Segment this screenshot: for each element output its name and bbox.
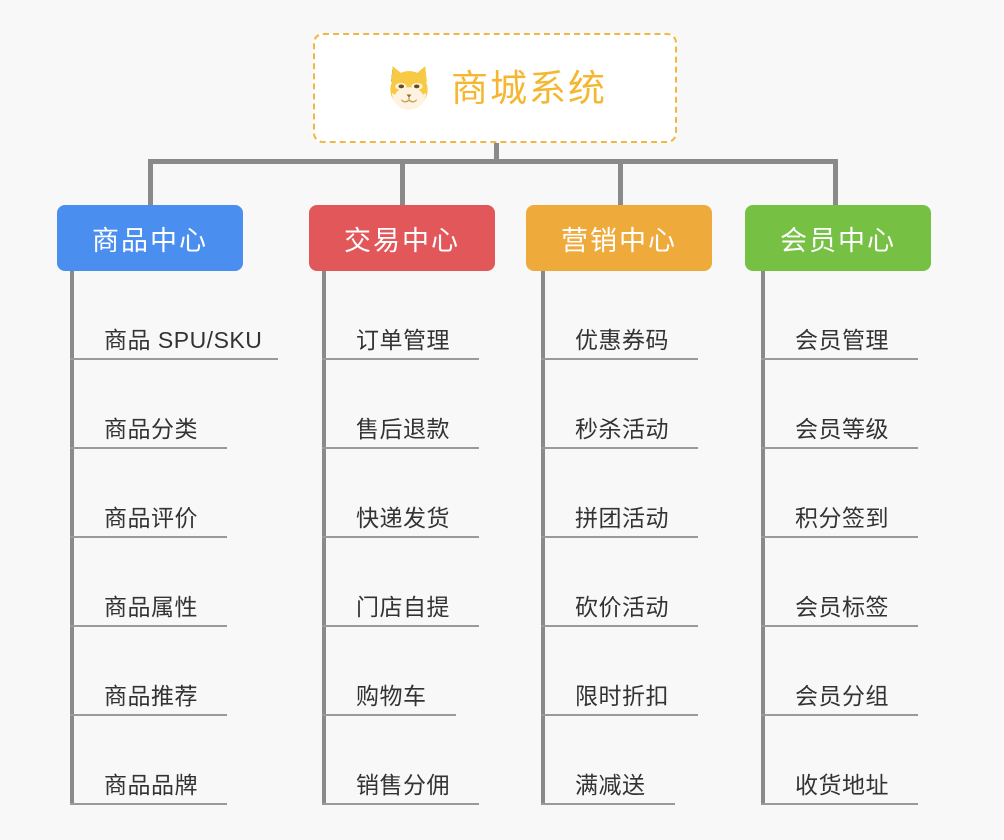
- category-box-product-center[interactable]: 商品中心: [57, 205, 243, 271]
- leaf-spine: [541, 271, 545, 805]
- leaf-item[interactable]: 会员管理: [761, 271, 918, 360]
- leaf-item[interactable]: 商品属性: [70, 538, 227, 627]
- leaf-item[interactable]: 商品 SPU/SKU: [70, 271, 278, 360]
- leaf-item[interactable]: 会员标签: [761, 538, 918, 627]
- leaf-item[interactable]: 限时折扣: [541, 627, 698, 716]
- leaf-item[interactable]: 门店自提: [322, 538, 479, 627]
- leaf-item-label: 快递发货: [356, 504, 450, 531]
- connector-root-stem: [494, 143, 499, 163]
- leaf-item[interactable]: 秒杀活动: [541, 360, 698, 449]
- leaf-item-label: 限时折扣: [575, 682, 669, 709]
- category-box-member-center[interactable]: 会员中心: [745, 205, 931, 271]
- leaf-item-label: 拼团活动: [575, 504, 669, 531]
- leaf-item-label: 砍价活动: [575, 593, 669, 620]
- leaf-item-label: 会员标签: [795, 593, 889, 620]
- category-label: 会员中心: [780, 225, 896, 256]
- leaf-item[interactable]: 积分签到: [761, 449, 918, 538]
- leaf-item[interactable]: 销售分佣: [322, 716, 479, 805]
- connector-drop-3: [618, 159, 623, 207]
- leaf-item[interactable]: 拼团活动: [541, 449, 698, 538]
- leaf-item-label: 售后退款: [356, 415, 450, 442]
- category-label: 营销中心: [561, 225, 677, 256]
- leaf-item-label: 销售分佣: [356, 771, 450, 798]
- category-label: 交易中心: [344, 225, 460, 256]
- leaf-item[interactable]: 商品推荐: [70, 627, 227, 716]
- connector-drop-1: [148, 159, 153, 207]
- leaf-spine: [761, 271, 765, 805]
- root-node-mall-system[interactable]: 商城系统: [313, 33, 677, 143]
- leaf-item[interactable]: 满减送: [541, 716, 675, 805]
- leaf-item[interactable]: 砍价活动: [541, 538, 698, 627]
- leaf-item-label: 秒杀活动: [575, 415, 669, 442]
- category-box-transaction-center[interactable]: 交易中心: [309, 205, 495, 271]
- leaf-item[interactable]: 商品评价: [70, 449, 227, 538]
- leaf-item-label: 会员等级: [795, 415, 889, 442]
- connector-horizontal-bus: [148, 159, 838, 164]
- leaf-item[interactable]: 售后退款: [322, 360, 479, 449]
- connector-drop-2: [400, 159, 405, 207]
- leaf-item[interactable]: 会员等级: [761, 360, 918, 449]
- leaf-spine: [322, 271, 326, 805]
- leaf-item-label: 商品品牌: [104, 771, 198, 798]
- connector-drop-4: [833, 159, 838, 207]
- leaf-item-label: 商品评价: [104, 504, 198, 531]
- leaf-item[interactable]: 商品分类: [70, 360, 227, 449]
- leaf-item-label: 商品分类: [104, 415, 198, 442]
- leaf-item[interactable]: 会员分组: [761, 627, 918, 716]
- leaf-item-label: 商品推荐: [104, 682, 198, 709]
- leaf-item[interactable]: 商品品牌: [70, 716, 227, 805]
- leaf-item-label: 收货地址: [795, 771, 889, 798]
- root-node-title: 商城系统: [451, 67, 607, 109]
- leaf-spine: [70, 271, 74, 805]
- leaf-item-label: 会员管理: [795, 326, 889, 353]
- leaf-item-label: 门店自提: [356, 593, 450, 620]
- category-label: 商品中心: [92, 225, 208, 256]
- leaf-item-label: 会员分组: [795, 682, 889, 709]
- leaf-item[interactable]: 购物车: [322, 627, 456, 716]
- shiba-dog-icon: [383, 62, 435, 114]
- leaf-item-label: 积分签到: [795, 504, 889, 531]
- category-box-marketing-center[interactable]: 营销中心: [526, 205, 712, 271]
- leaf-item-label: 商品属性: [104, 593, 198, 620]
- leaf-item[interactable]: 收货地址: [761, 716, 918, 805]
- leaf-item-label: 优惠券码: [575, 326, 669, 353]
- leaf-item[interactable]: 优惠券码: [541, 271, 698, 360]
- leaf-item[interactable]: 订单管理: [322, 271, 479, 360]
- leaf-item-label: 商品 SPU/SKU: [104, 326, 263, 353]
- leaf-item[interactable]: 快递发货: [322, 449, 479, 538]
- leaf-item-label: 满减送: [575, 771, 646, 798]
- leaf-item-label: 购物车: [356, 682, 427, 709]
- leaf-item-label: 订单管理: [356, 326, 450, 353]
